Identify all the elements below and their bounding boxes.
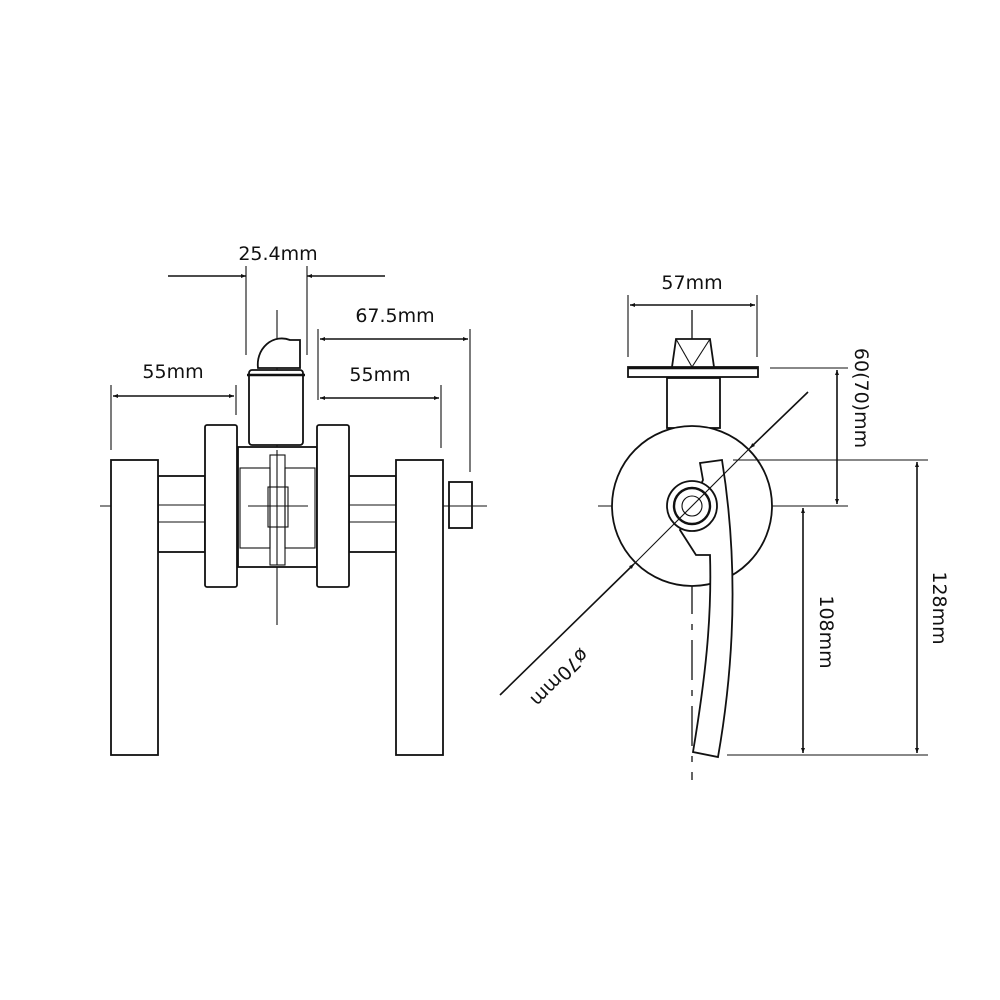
dim-plate-width: 57mm xyxy=(661,272,722,294)
right-lever-handle xyxy=(395,459,444,756)
dim-lever-projection-right: 55mm xyxy=(349,364,410,386)
dim-cylinder-width: 25.4mm xyxy=(238,243,317,265)
right-rose xyxy=(316,424,350,588)
front-view: 25.4mm 67.5mm 55mm 55mm xyxy=(100,243,487,756)
cylinder-cap xyxy=(256,337,301,369)
thumb-turn-button xyxy=(448,481,473,529)
dim-total-height: 128mm xyxy=(928,571,950,644)
side-view: 57mm 60(70)mm 128mm 108mm ø70mm xyxy=(499,272,950,780)
left-rose xyxy=(204,424,238,588)
left-lever-handle xyxy=(110,459,159,756)
latch-neck xyxy=(666,377,721,429)
dim-backset-large: 67.5mm xyxy=(355,305,434,327)
dim-lever-projection-left: 55mm xyxy=(142,361,203,383)
dim-rose-diameter: ø70mm xyxy=(526,644,593,711)
dim-backset-vertical: 60(70)mm xyxy=(850,348,872,448)
left-lever-neck xyxy=(157,475,206,553)
right-lever-neck xyxy=(348,475,397,553)
keyway-icon xyxy=(681,495,703,517)
dim-lever-length: 108mm xyxy=(815,595,837,668)
lever-profile xyxy=(678,458,734,759)
cylinder-body xyxy=(248,369,304,446)
